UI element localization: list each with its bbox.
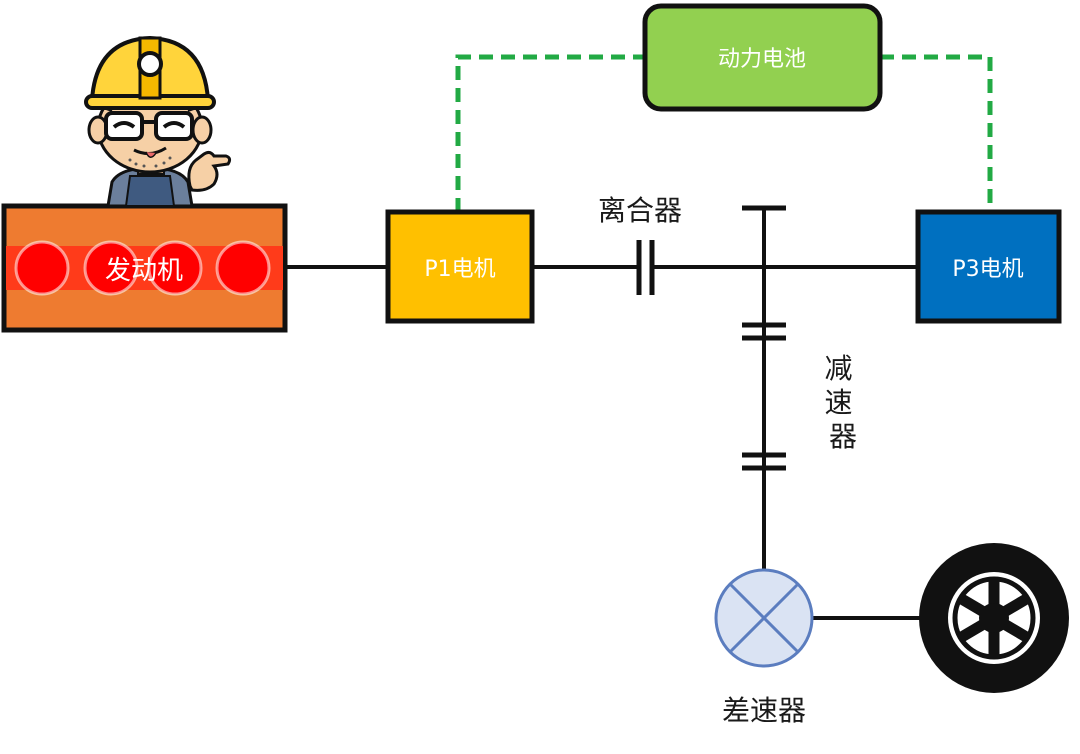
p3-motor-box bbox=[915, 209, 1062, 324]
wheel-icon bbox=[919, 543, 1069, 693]
p1-motor-box bbox=[385, 209, 535, 324]
battery-to-p3-link bbox=[880, 54, 993, 212]
engine-cylinder-4 bbox=[215, 240, 271, 296]
power-battery-box bbox=[642, 3, 883, 112]
engine: 发动机 bbox=[1, 203, 288, 333]
engine-cylinder-1 bbox=[14, 240, 70, 296]
reducer-label-char-1: 减 bbox=[825, 352, 853, 385]
reducer-label: 减 速 器 bbox=[825, 352, 862, 453]
p1-motor-label: P1电机 bbox=[424, 257, 495, 282]
engine-cylinder-2 bbox=[83, 240, 139, 296]
reducer bbox=[742, 205, 786, 471]
reducer-label-char-2: 速 bbox=[825, 386, 853, 419]
p1-motor: P1电机 bbox=[385, 209, 535, 324]
power-battery-label: 动力电池 bbox=[718, 47, 806, 72]
battery-to-p1-link bbox=[455, 54, 645, 212]
p3-motor-label: P3电机 bbox=[952, 257, 1023, 282]
differential: 差速器 bbox=[714, 568, 814, 727]
engineer-mascot-icon bbox=[84, 35, 232, 208]
reducer-label-char-3: 器 bbox=[829, 420, 857, 453]
p3-motor: P3电机 bbox=[915, 209, 1062, 324]
engine-label: 发动机 bbox=[105, 256, 183, 286]
differential-icon bbox=[714, 568, 814, 668]
differential-label: 差速器 bbox=[722, 694, 806, 727]
power-battery: 动力电池 bbox=[642, 3, 883, 112]
clutch bbox=[636, 240, 655, 295]
clutch-label: 离合器 bbox=[598, 194, 682, 227]
engine-cylinder-3 bbox=[147, 240, 203, 296]
battery-link-lines bbox=[455, 54, 993, 212]
